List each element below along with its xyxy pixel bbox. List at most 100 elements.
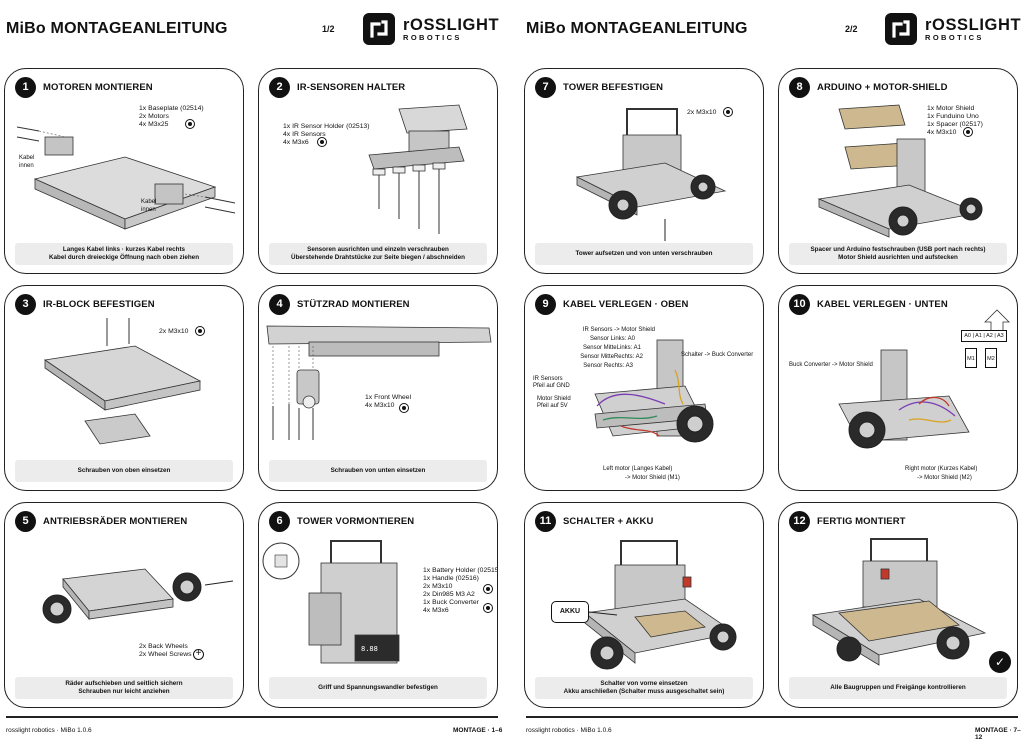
screw-icon	[317, 137, 327, 147]
screw-icon	[399, 403, 409, 413]
step-number: 11	[535, 511, 556, 532]
parts-list: 2x Back Wheels 2x Wheel Screws	[139, 643, 192, 658]
page-title: MiBo MONTAGEANLEITUNG	[6, 20, 228, 37]
step-number: 3	[15, 294, 36, 315]
arduino-shield-illustration	[817, 104, 983, 238]
footer-left: rosslight robotics · MiBo 1.0.6	[6, 727, 92, 734]
tower-mount-illustration	[575, 108, 727, 241]
step-title: TOWER BEFESTIGEN	[563, 82, 664, 93]
step-panel-8: 8 ARDUINO + MOTOR-SHIELD 1x Motor Shield…	[778, 68, 1018, 274]
step-caption: Griff und Spannungswandler befestigen	[269, 677, 487, 699]
step-caption: Räder aufschieben und seitlich sichern S…	[15, 677, 233, 699]
tower-preassembly-illustration: 8.88	[262, 540, 400, 664]
step-panel-2: 2 IR-SENSOREN HALTER 1x IR Sensor Holder…	[258, 68, 498, 274]
step-title: KABEL VERLEGEN · OBEN	[563, 299, 689, 310]
step-caption: Alle Baugruppen und Freigänge kontrollie…	[789, 677, 1007, 699]
step-caption: Schalter von vorne einsetzen Akku anschl…	[535, 677, 753, 699]
step-title: TOWER VORMONTIEREN	[297, 516, 415, 527]
step-title: IR-BLOCK BEFESTIGEN	[43, 299, 155, 310]
page-number: 2/2	[845, 24, 858, 34]
checkmark-icon: ✓	[989, 651, 1011, 673]
svg-text:8.88: 8.88	[361, 645, 378, 653]
page-title: MiBo MONTAGEANLEITUNG	[526, 20, 748, 37]
front-wheel-illustration	[266, 325, 492, 440]
brand-name: rOSSLIGHT	[403, 15, 500, 34]
motor-assembly-illustration	[16, 126, 236, 230]
step-number: 8	[789, 77, 810, 98]
wheel-screw-icon: +	[193, 649, 204, 660]
step-caption: Tower aufsetzen und von unten verschraub…	[535, 243, 753, 265]
step-number: 1	[15, 77, 36, 98]
parts-list: 2x M3x10	[687, 109, 717, 116]
brand-sub: ROBOTICS	[403, 33, 462, 42]
step-title: ARDUINO + MOTOR-SHIELD	[817, 82, 948, 93]
parts-list: 2x M3x10	[159, 328, 189, 335]
parts-list: 1x IR Sensor Holder (02513) 4x IR Sensor…	[283, 123, 370, 146]
footer-left: rosslight robotics · MiBo 1.0.6	[526, 727, 612, 734]
switch-battery-illustration	[584, 540, 737, 670]
step-panel-12: 12 FERTIG MONTIERT ✓ Alle Baugruppen und…	[778, 502, 1018, 708]
screw-icon	[483, 584, 493, 594]
manual-page-1: MiBo MONTAGEANLEITUNG 1/2 rOSSLIGHT ROBO…	[4, 13, 503, 734]
analog-pin-strip: A0 | A1 | A2 | A3	[961, 330, 1007, 342]
brand-logo: rOSSLIGHT ROBOTICS	[885, 13, 1021, 45]
step-panel-6: 6 TOWER VORMONTIEREN 8.88 1x Battery Hol…	[258, 502, 498, 708]
screw-icon	[195, 326, 205, 336]
step-number: 12	[789, 511, 810, 532]
step-panel-10: 10 KABEL VERLEGEN · UNTEN A0 | A1 | A2 |…	[778, 285, 1018, 491]
parts-list: 1x Baseplate (02514) 2x Motors 4x M3x25	[139, 105, 204, 128]
footer-divider	[526, 716, 1018, 718]
screw-icon	[483, 603, 493, 613]
screw-icon	[185, 119, 195, 129]
step-title: IR-SENSOREN HALTER	[297, 82, 406, 93]
step-panel-7: 7 TOWER BEFESTIGEN 2x M3x10 Tower aufset…	[524, 68, 764, 274]
ir-sensor-holder-illustration	[368, 104, 468, 234]
step-number: 6	[269, 511, 290, 532]
finished-robot-illustration	[811, 538, 987, 666]
step-caption: Sensoren ausrichten und einzeln verschra…	[269, 243, 487, 265]
motor-port-m2: M2	[985, 348, 997, 368]
drive-wheels-illustration	[42, 568, 234, 624]
step-number: 4	[269, 294, 290, 315]
wiring-bottom-illustration	[838, 309, 1010, 449]
brand-logo: rOSSLIGHT ROBOTICS	[363, 13, 499, 45]
screw-icon	[723, 107, 733, 117]
parts-list: 1x Battery Holder (02515) 1x Handle (025…	[423, 567, 498, 614]
screw-icon	[963, 127, 973, 137]
manual-page-2: MiBo MONTAGEANLEITUNG 2/2 rOSSLIGHT ROBO…	[512, 0, 1024, 741]
ir-block-illustration	[43, 318, 202, 445]
parts-list: 1x Front Wheel 4x M3x10	[365, 394, 412, 409]
rosslight-logo-icon	[363, 13, 395, 45]
step-number: 10	[789, 294, 810, 315]
brand-name: rOSSLIGHT	[925, 15, 1022, 34]
step-panel-3: 3 IR-BLOCK BEFESTIGEN 2x M3x10 Schrauben…	[4, 285, 244, 491]
step-panel-4: 4 STÜTZRAD MONTIEREN 1x Front Wheel 4x M…	[258, 285, 498, 491]
step-number: 2	[269, 77, 290, 98]
step-caption: Schrauben von oben einsetzen	[15, 460, 233, 482]
step-caption: Spacer und Arduino festschrauben (USB po…	[789, 243, 1007, 265]
footer-divider	[6, 716, 498, 718]
step-title: KABEL VERLEGEN · UNTEN	[817, 299, 948, 310]
step-number: 9	[535, 294, 556, 315]
step-title: ANTRIEBSRÄDER MONTIEREN	[43, 516, 188, 527]
step-number: 5	[15, 511, 36, 532]
rosslight-logo-icon	[885, 13, 917, 45]
footer-right: MONTAGE · 7–12	[975, 727, 1021, 741]
battery-label: AKKU	[551, 601, 589, 623]
step-panel-9: 9 KABEL VERLEGEN · OBEN IR Sensors -> Mo…	[524, 285, 764, 491]
step-title: SCHALTER + AKKU	[563, 516, 654, 527]
wiring-top-illustration	[594, 339, 714, 443]
footer-right: MONTAGE · 1–6	[453, 727, 503, 734]
step-title: FERTIG MONTIERT	[817, 516, 906, 527]
step-panel-11: 11 SCHALTER + AKKU AKKU Schalter von vor…	[524, 502, 764, 708]
step-caption: Langes Kabel links · kurzes Kabel rechts…	[15, 243, 233, 265]
step-panel-1: 1 MOTOREN MONTIEREN 1x Baseplate (02514)…	[4, 68, 244, 274]
page-number: 1/2	[322, 24, 335, 34]
motor-port-m1: M1	[965, 348, 977, 368]
step-panel-5: 5 ANTRIEBSRÄDER MONTIEREN 2x Back Wheels…	[4, 502, 244, 708]
step-title: MOTOREN MONTIEREN	[43, 82, 153, 93]
step-title: STÜTZRAD MONTIEREN	[297, 299, 410, 310]
brand-sub: ROBOTICS	[925, 33, 984, 42]
step-caption: Schrauben von unten einsetzen	[269, 460, 487, 482]
parts-list: 1x Motor Shield 1x Funduino Uno 1x Space…	[927, 105, 983, 136]
